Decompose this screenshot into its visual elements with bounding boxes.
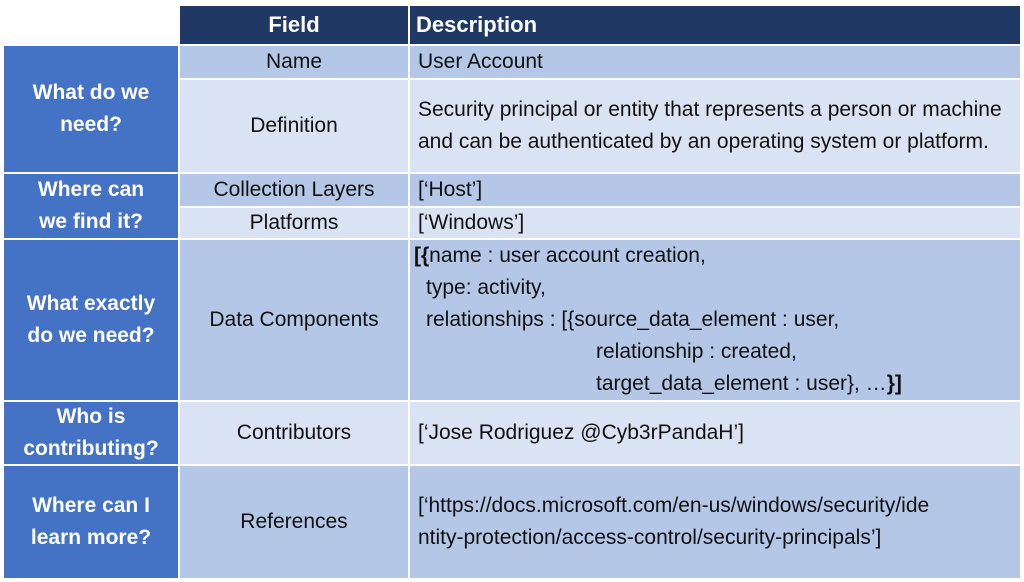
question-where-can-we-find-it: Where can we find it? [4, 174, 178, 238]
field-label: Collection Layers [213, 178, 375, 201]
value-text: User Account [418, 50, 543, 73]
field-name: Name [180, 46, 408, 78]
question-what-exactly: What exactly do we need? [4, 240, 178, 400]
header-description-label: Description [416, 12, 538, 37]
field-contributors: Contributors [180, 402, 408, 464]
open-bracket: [{ [414, 244, 430, 267]
field-collection-layers: Collection Layers [180, 174, 408, 206]
header-field-label: Field [268, 12, 320, 37]
question-label: Where can I learn more? [30, 494, 152, 549]
value-text: [‘https://docs.microsoft.com/en-us/windo… [418, 494, 930, 549]
data-components-line-5: target_data_element : user}, …}] [414, 368, 1020, 400]
field-label: Name [265, 50, 323, 73]
header-description: Description [410, 6, 1020, 44]
value-text: [‘Host’] [418, 178, 483, 201]
field-label: Contributors [236, 421, 352, 444]
value-contributors: [‘Jose Rodriguez @Cyb3rPandaH’] [410, 402, 1020, 464]
data-components-line-4: relationship : created, [596, 340, 797, 363]
question-what-do-we-need: What do we need? [4, 46, 178, 172]
field-label: Definition [250, 114, 338, 137]
field-label: Platforms [249, 211, 339, 234]
value-definition: Security principal or entity that repres… [410, 80, 1020, 172]
close-bracket: }] [886, 372, 902, 395]
value-collection-layers: [‘Host’] [410, 174, 1020, 206]
value-data-components: [{name : user account creation, type: ac… [410, 240, 1020, 400]
question-label: What exactly do we need? [26, 292, 156, 347]
data-components-line-3: relationships : [{source_data_element : … [426, 308, 840, 331]
dc-line-text: target_data_element : user}, … [596, 372, 887, 395]
value-references: [‘https://docs.microsoft.com/en-us/windo… [410, 466, 1020, 578]
header-field: Field [180, 6, 408, 44]
question-label: Who is contributing? [23, 405, 159, 460]
value-name: User Account [410, 46, 1020, 78]
value-text: [‘Windows’] [418, 211, 525, 234]
field-platforms: Platforms [180, 208, 408, 238]
question-where-can-i-learn-more: Where can I learn more? [4, 466, 178, 578]
field-data-components: Data Components [180, 240, 408, 400]
question-label: Where can we find it? [37, 178, 145, 233]
dc-line-text: name : user account creation, [429, 244, 706, 267]
value-text: [‘Jose Rodriguez @Cyb3rPandaH’] [418, 421, 744, 444]
field-references: References [180, 466, 408, 578]
field-definition: Definition [180, 80, 408, 172]
value-text: Security principal or entity that repres… [418, 98, 1002, 153]
question-who-is-contributing: Who is contributing? [4, 402, 178, 464]
question-label: What do we need? [32, 81, 150, 136]
field-label: References [240, 510, 348, 533]
data-components-line-1: [{name : user account creation, [414, 240, 1020, 272]
field-label: Data Components [209, 308, 379, 331]
value-platforms: [‘Windows’] [410, 208, 1020, 238]
data-components-line-2: type: activity, [426, 276, 546, 299]
